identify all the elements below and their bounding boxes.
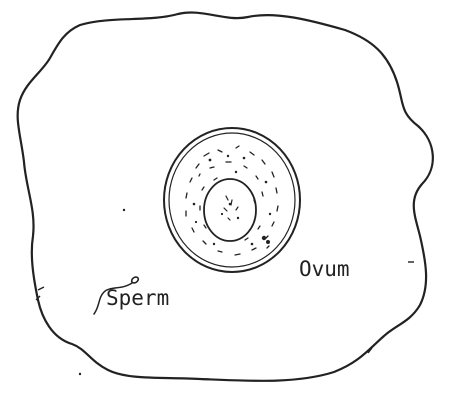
ovum-label: Ovum: [299, 257, 350, 281]
nucleus-chromatin: [224, 196, 238, 220]
nucleus-dots: [221, 203, 239, 220]
ovum-nucleus: [204, 179, 256, 241]
outer-boundary: [18, 12, 433, 380]
boundary-ticks: [36, 262, 414, 353]
sperm-label: Sperm: [106, 286, 169, 310]
